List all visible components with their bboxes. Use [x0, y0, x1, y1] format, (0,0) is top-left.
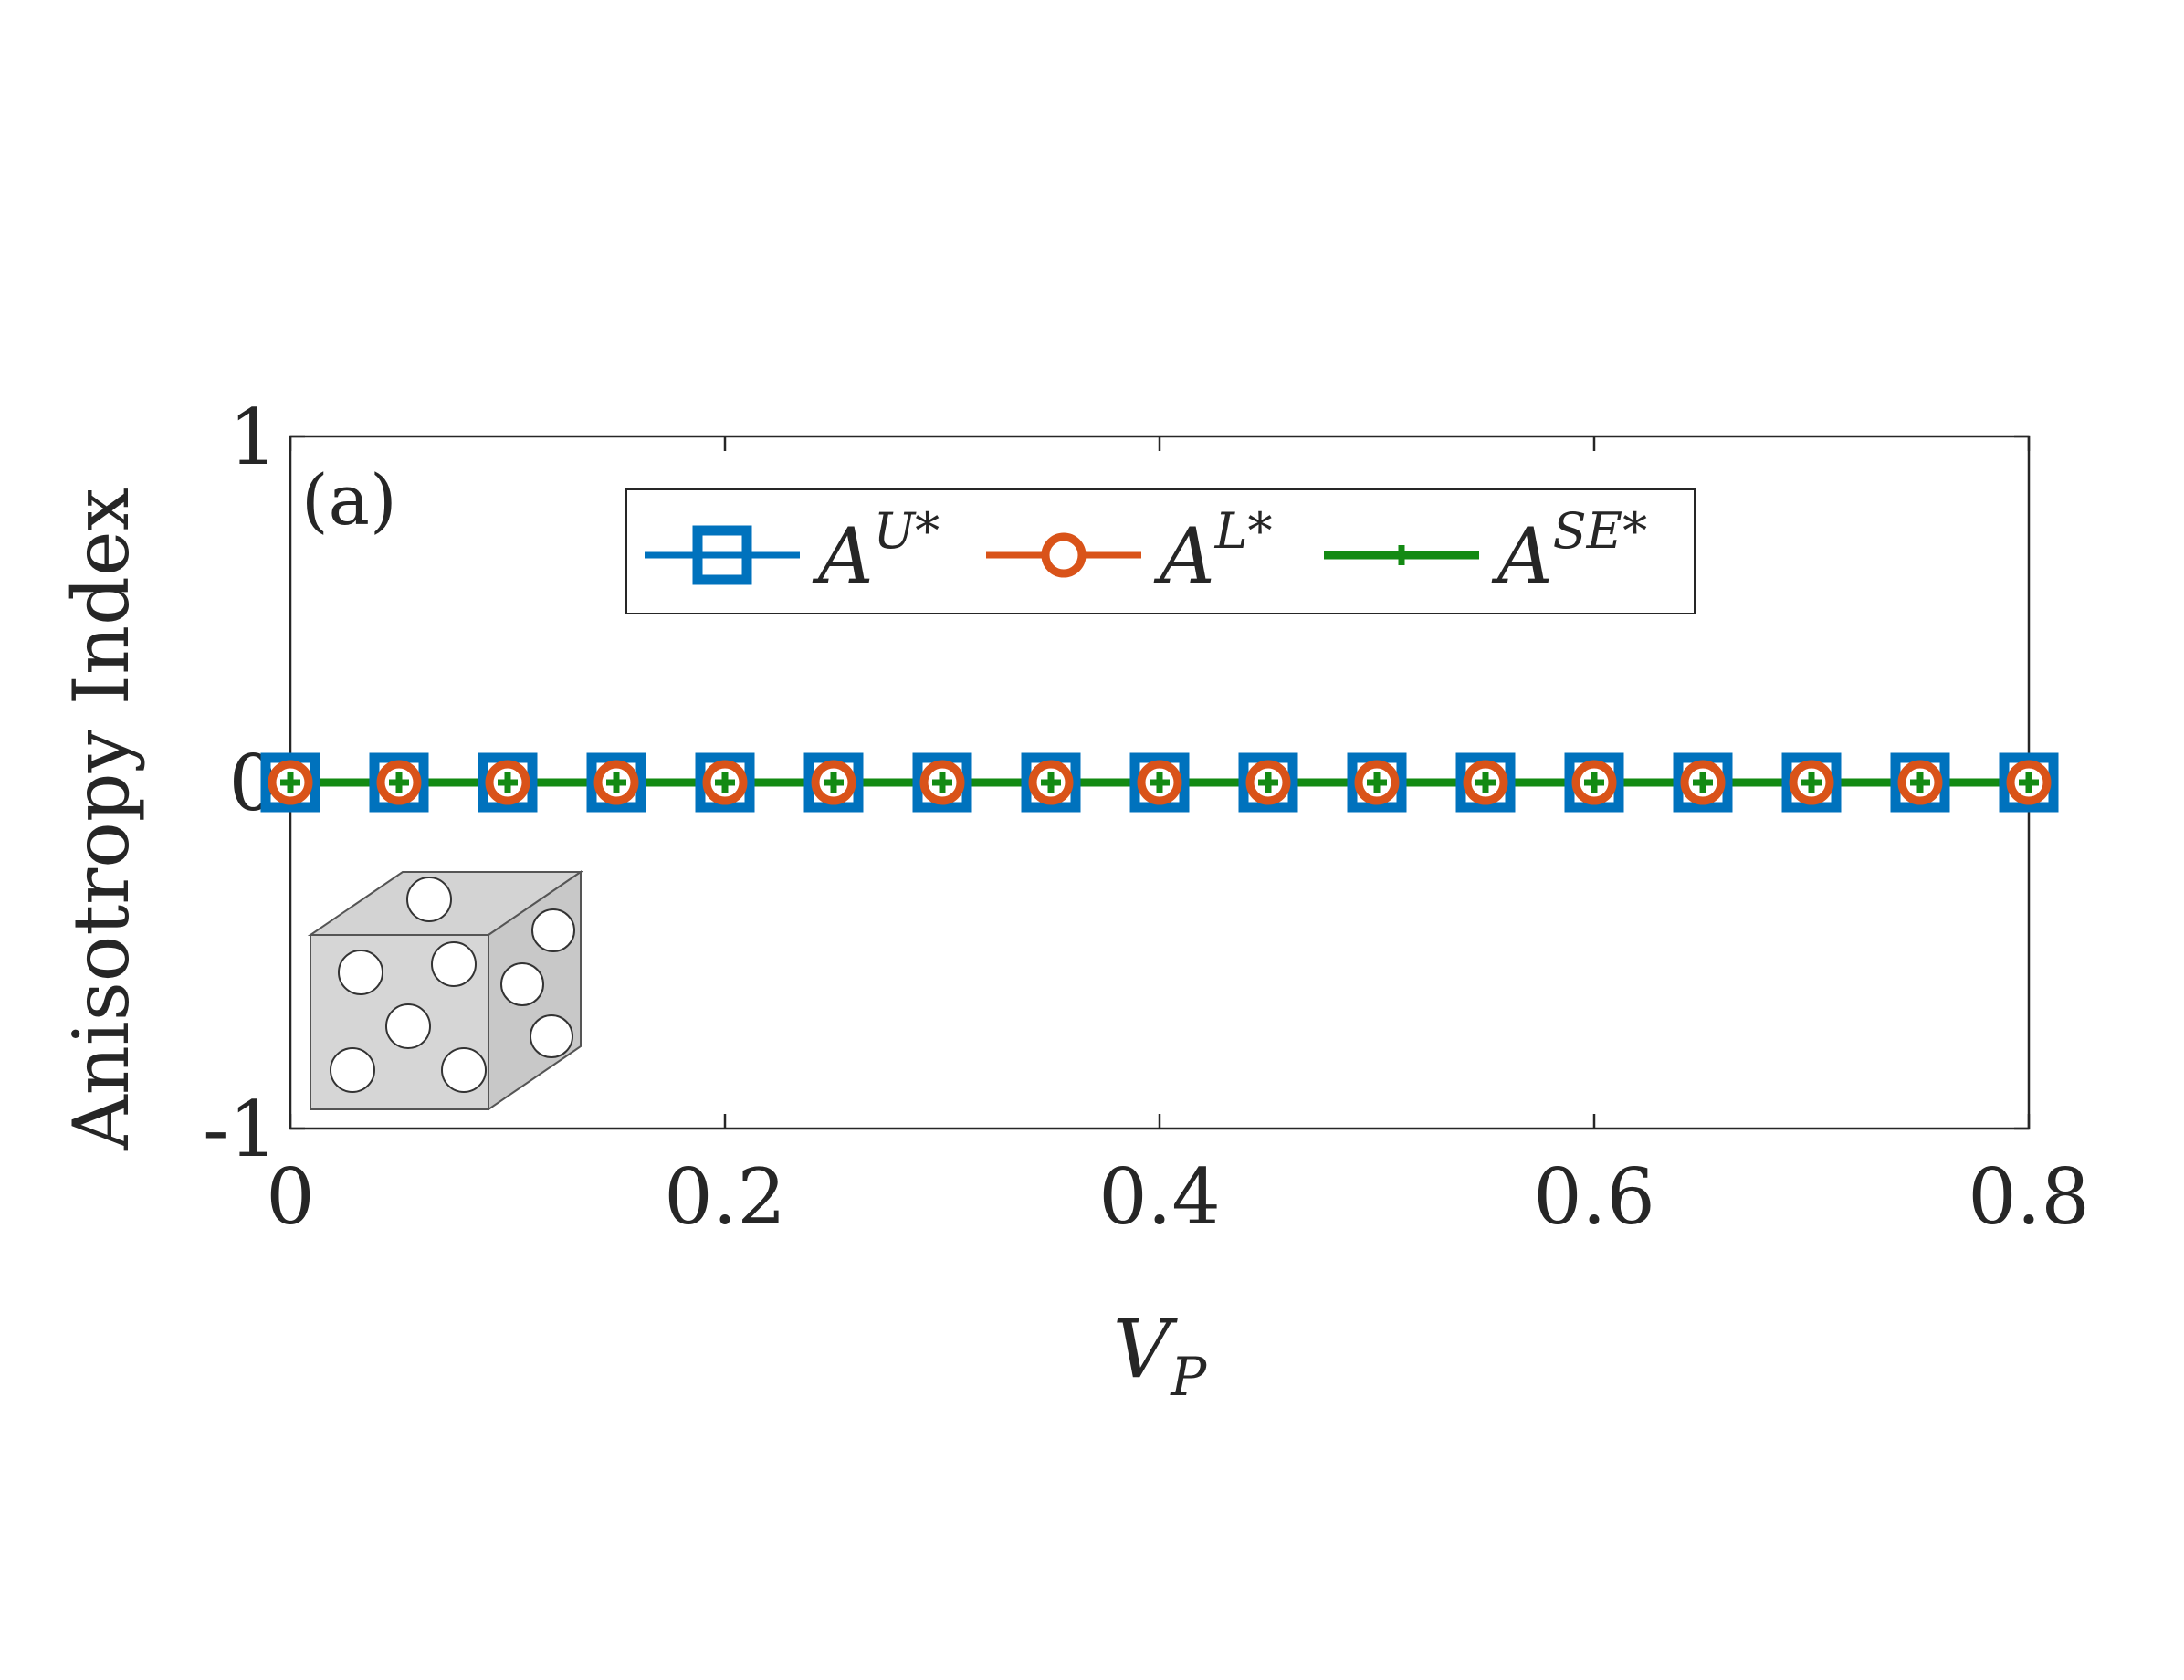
series-marker-plus [932, 772, 952, 793]
series-marker-square [1890, 752, 1950, 813]
legend-label-base: A [812, 511, 874, 601]
x-tick-label: 0.2 [664, 1152, 786, 1242]
x-tick-label: 0.6 [1533, 1152, 1655, 1242]
x-axis-label-subscript: P [1170, 1346, 1207, 1408]
x-ticks: 0 0.2 0.4 0.6 0.8 [266, 436, 2090, 1242]
series-marker-square [1021, 752, 1081, 813]
series-marker-plus [1910, 772, 1930, 793]
legend-label-superscript: SE* [1553, 502, 1647, 560]
legend-label-base: A [1491, 511, 1553, 601]
series-marker-square [695, 752, 755, 813]
series-marker-square [586, 752, 646, 813]
series-marker-square [1673, 752, 1733, 813]
series-markers-square [260, 752, 2059, 813]
series-marker-square [1129, 752, 1190, 813]
legend-label-base: A [1153, 511, 1215, 601]
x-tick-label: 0 [266, 1152, 314, 1242]
legend-box [625, 488, 1696, 614]
legend-label: AL* [1153, 502, 1273, 601]
pore-hole [385, 1003, 431, 1049]
series-marker-plus [1258, 772, 1278, 793]
series-marker-plus [1367, 772, 1387, 793]
legend-label-superscript: U* [874, 502, 940, 560]
series-marker-plus [1475, 772, 1496, 793]
series-marker-square [369, 752, 429, 813]
series-marker-square [1455, 752, 1516, 813]
x-tick-label: 0.8 [1968, 1152, 2090, 1242]
legend-label: AU* [812, 502, 940, 601]
legend-label: ASE* [1491, 502, 1647, 601]
series-marker-square [1347, 752, 1407, 813]
series-marker-square [1999, 752, 2059, 813]
series-marker-plus [280, 772, 300, 793]
series-marker-plus [1801, 772, 1822, 793]
pore-hole [441, 1047, 487, 1093]
series-marker-plus [498, 772, 518, 793]
series-layer [260, 752, 2059, 813]
pore-holes [330, 877, 575, 1093]
pore-hole [530, 1014, 573, 1058]
legend-item: AU* [645, 502, 940, 601]
series-marker-plus [1693, 772, 1713, 793]
pore-hole [338, 950, 383, 995]
series-marker-plus [606, 772, 626, 793]
x-tick-label: 0.4 [1098, 1152, 1221, 1242]
y-axis-label: Anisotropy Index [57, 488, 146, 1151]
series-marker-square [1781, 752, 1842, 813]
series-marker-plus [824, 772, 844, 793]
series-marker-square [260, 752, 320, 813]
pore-hole [330, 1047, 375, 1093]
x-axis-label-base: V [1113, 1302, 1179, 1396]
series-marker-circle [1041, 532, 1087, 578]
legend: AU*AL*ASE* [625, 488, 1696, 614]
pore-hole [406, 877, 452, 922]
legend-item: AL* [986, 502, 1273, 601]
series-marker-square [1238, 752, 1298, 813]
series-marker-plus [1584, 772, 1604, 793]
series-marker-square [1564, 752, 1624, 813]
series-marker-square [478, 752, 538, 813]
series-marker-plus [1150, 772, 1170, 793]
panel-label: (a) [301, 459, 397, 541]
x-axis-label: VP [1113, 1302, 1208, 1408]
pore-hole [531, 908, 575, 952]
pore-hole [431, 941, 477, 987]
porous-cube-icon [307, 870, 584, 1111]
series-marker-plus [1041, 772, 1061, 793]
series-marker-plus [2019, 772, 2039, 793]
pore-hole [500, 962, 544, 1006]
series-marker-plus [389, 772, 409, 793]
y-tick-label: 1 [229, 393, 278, 482]
series-marker-square [912, 752, 972, 813]
series-markers-plus [280, 772, 2039, 793]
series-marker-plus [715, 772, 735, 793]
series-marker-square [692, 525, 752, 585]
legend-items: AU*AL*ASE* [645, 502, 1647, 601]
legend-item: ASE* [1324, 502, 1647, 601]
legend-label-superscript: L* [1214, 502, 1273, 560]
y-tick-label: -1 [203, 1085, 278, 1174]
series-marker-plus [1391, 545, 1412, 565]
series-marker-square [803, 752, 864, 813]
